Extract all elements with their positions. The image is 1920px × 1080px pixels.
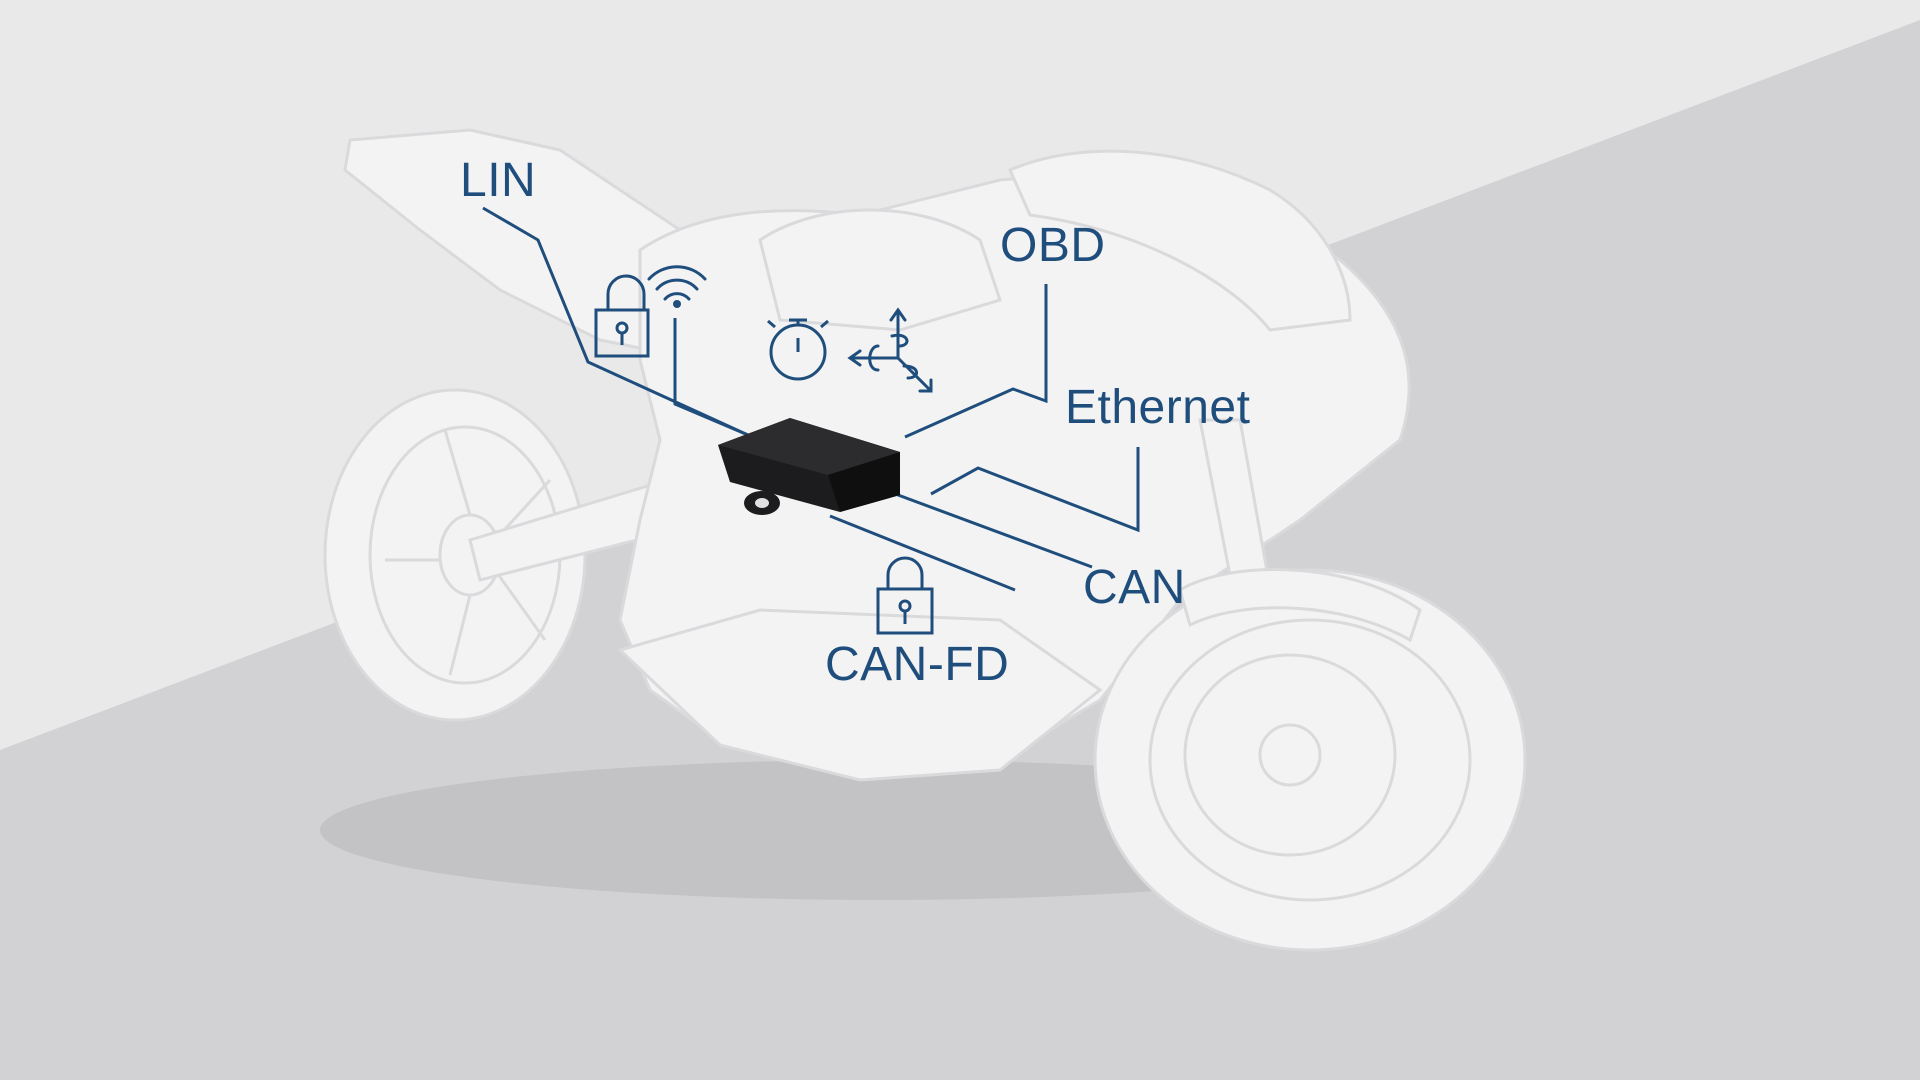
belly-pan <box>617 608 1103 782</box>
control-unit <box>718 418 900 515</box>
label-ethernet: Ethernet <box>1065 381 1251 434</box>
front-wheel <box>1093 568 1527 952</box>
rear-wheel <box>323 388 587 722</box>
connector-line-can <box>889 490 1093 569</box>
fuel-tank <box>758 208 1002 332</box>
label-obd: OBD <box>1000 219 1106 272</box>
label-lin: LIN <box>460 154 537 207</box>
label-can-fd: CAN-FD <box>825 638 1010 691</box>
wifi-signal-icon <box>647 265 707 308</box>
connector-line-can-fd <box>829 514 1016 592</box>
lock-icon <box>876 556 934 635</box>
connector-line-ethernet <box>930 447 1140 533</box>
connector-line-lin <box>482 206 749 437</box>
lock-icon <box>594 274 650 358</box>
wifi-dot <box>673 300 681 308</box>
stopwatch-icon <box>767 318 829 381</box>
connector-line-obd <box>904 284 1048 439</box>
front-mudguard <box>1178 568 1422 643</box>
motorcycle <box>323 128 1527 952</box>
label-can: CAN <box>1083 561 1186 614</box>
connection-lines <box>482 206 1140 592</box>
connector-line-wifi <box>673 318 749 437</box>
motion-axes-icon <box>847 307 933 393</box>
windscreen <box>1008 149 1352 332</box>
